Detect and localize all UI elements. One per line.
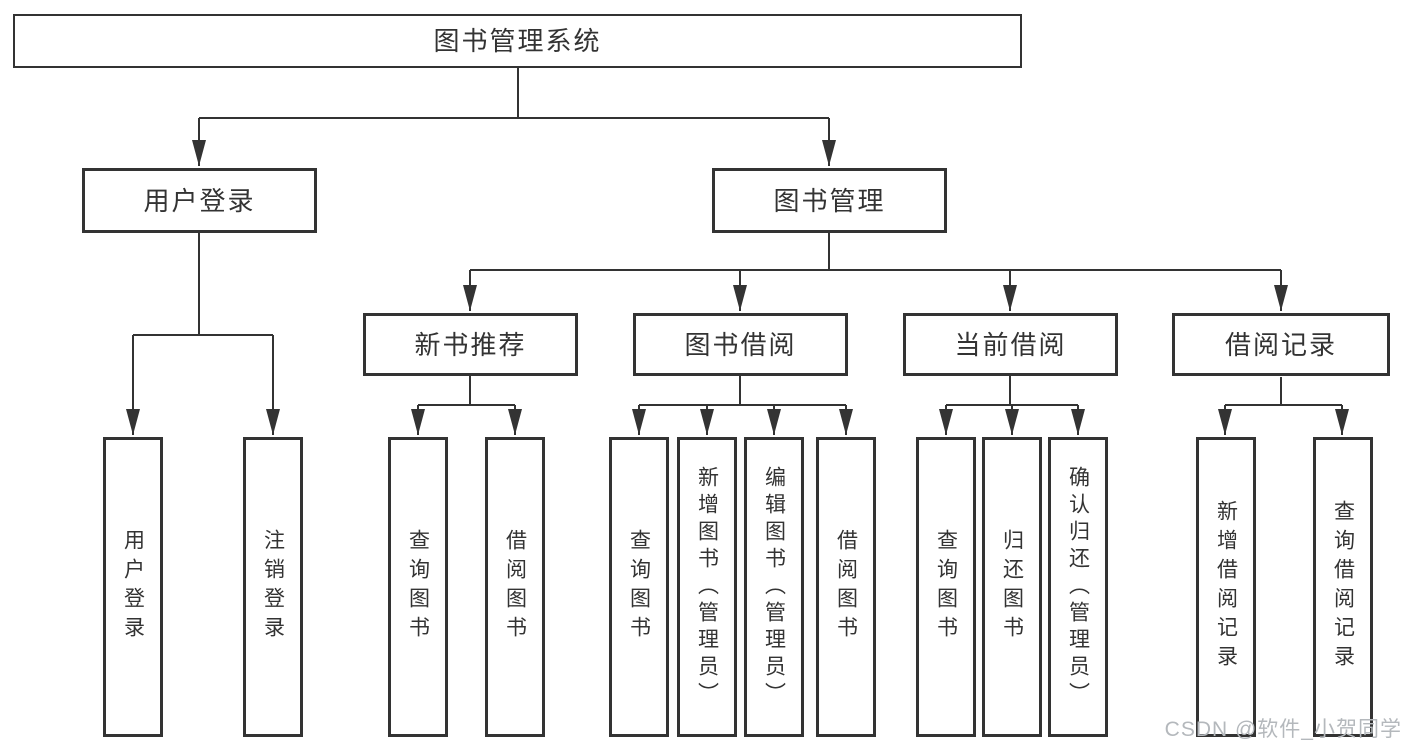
node-current-borrow: 当前借阅: [903, 313, 1118, 376]
connector-root: [192, 68, 836, 166]
leaf-logout: 注销登录: [243, 437, 303, 737]
leaf-add-books-admin: 新增图书（管理员）: [677, 437, 737, 737]
node-new-book-recommend: 新书推荐: [363, 313, 578, 376]
connector-book-management: [463, 233, 1288, 311]
node-borrow-records-label: 借阅记录: [1224, 329, 1337, 360]
leaf-query-books-recommend: 查询图书: [388, 437, 448, 737]
leaf-query-books-current: 查询图书: [916, 437, 976, 737]
connector-user-login: [126, 233, 280, 435]
node-user-login: 用户登录: [82, 168, 317, 233]
node-user-login-label: 用户登录: [143, 185, 256, 216]
watermark: CSDN @软件_小贺同学: [1164, 718, 1402, 741]
leaf-query-books-borrow: 查询图书: [609, 437, 669, 737]
node-borrow-records: 借阅记录: [1172, 313, 1390, 376]
node-book-borrow: 图书借阅: [633, 313, 848, 376]
leaf-user-login: 用户登录: [103, 437, 163, 737]
node-book-management-label: 图书管理: [773, 185, 886, 216]
leaf-confirm-return-admin: 确认归还（管理员）: [1048, 437, 1108, 737]
leaf-query-borrow-record: 查询借阅记录: [1313, 437, 1373, 737]
node-root-system: 图书管理系统: [13, 14, 1022, 68]
leaf-add-borrow-record: 新增借阅记录: [1196, 437, 1256, 737]
node-book-borrow-label: 图书借阅: [684, 329, 797, 360]
leaf-edit-books-admin: 编辑图书（管理员）: [744, 437, 804, 737]
connector-new-book-recommend: [411, 376, 522, 435]
leaf-borrow-books-recommend: 借阅图书: [485, 437, 545, 737]
node-current-borrow-label: 当前借阅: [954, 329, 1067, 360]
leaf-borrow-books: 借阅图书: [816, 437, 876, 737]
node-root-label: 图书管理系统: [433, 26, 602, 56]
connector-book-borrow: [632, 376, 853, 435]
node-new-book-recommend-label: 新书推荐: [414, 329, 527, 360]
node-book-management: 图书管理: [712, 168, 947, 233]
connector-current-borrow: [939, 376, 1085, 435]
leaf-return-books: 归还图书: [982, 437, 1042, 737]
connector-borrow-records: [1218, 377, 1349, 435]
